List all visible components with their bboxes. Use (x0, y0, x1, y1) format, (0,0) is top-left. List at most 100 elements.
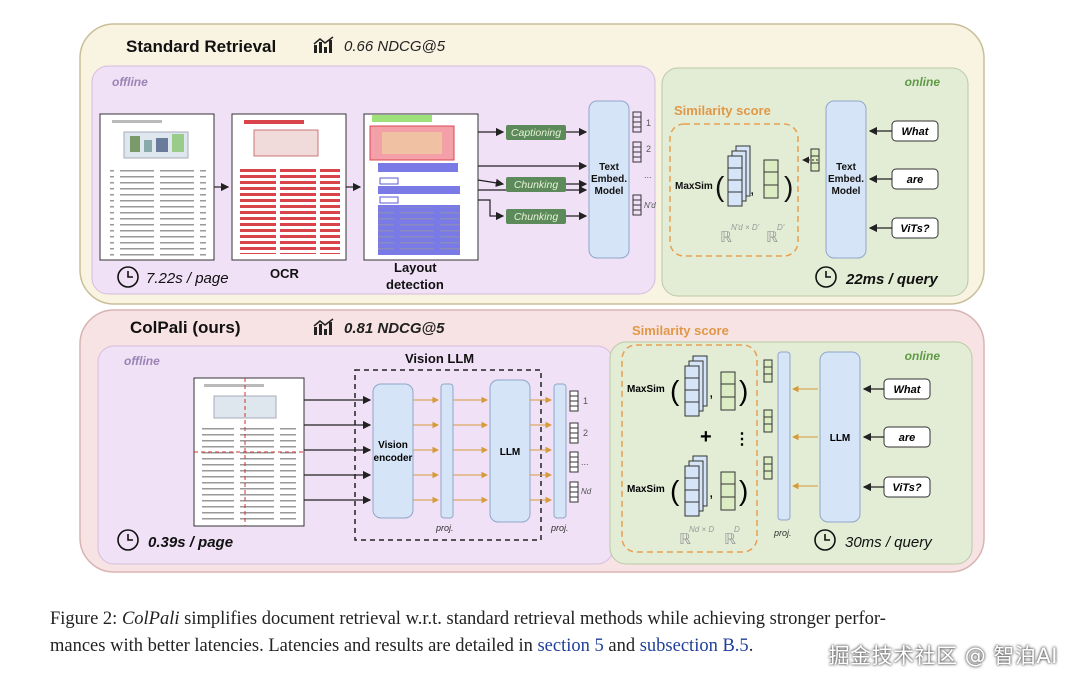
layout-label-2: detection (386, 277, 444, 292)
vec-label-2: 2 (646, 144, 651, 154)
vec-label-dots: ... (644, 170, 652, 180)
plus-sign: + (700, 426, 712, 448)
query-token-vits-label: ViTs? (900, 223, 929, 235)
doc-vector-stack (684, 355, 708, 417)
chunking-box-1 (506, 177, 566, 192)
standard-sim-box (669, 123, 799, 257)
doc-vector-stack (727, 145, 751, 207)
standard-dim-left: ℝ (720, 229, 732, 246)
standard-offline-label: offline (112, 75, 148, 89)
vision-encoder-box (372, 383, 414, 519)
colpali-page-time: 0.39s / page (148, 534, 233, 551)
comma: , (709, 484, 713, 501)
llm-label: LLM (500, 447, 521, 458)
colpali-query-llm-label: LLM (830, 433, 851, 444)
proj-label-1: proj. (435, 523, 454, 533)
query-token-are-label: are (907, 174, 924, 186)
vertical-dots: ⋮ (734, 431, 750, 448)
retrieval-diagram: Standard Retrieval 0.66 NDCG@5 offline O… (79, 23, 985, 573)
proj-label-2: proj. (550, 523, 569, 533)
query-vector (720, 371, 736, 411)
ocr-page (231, 113, 347, 261)
query-proj-label: proj. (773, 528, 792, 538)
colpali-query-time: 30ms / query (845, 534, 933, 551)
colpali-maxsim-2: MaxSim (627, 484, 665, 495)
subsection-link[interactable]: subsection B.5 (639, 636, 749, 656)
standard-maxsim: MaxSim (675, 181, 713, 192)
colpali-token-vits-label: ViTs? (892, 482, 921, 494)
doc-vector-stack (684, 455, 708, 517)
colpali-online-label: online (905, 349, 941, 363)
colpali-title: ColPali (ours) (130, 318, 241, 337)
standard-title: Standard Retrieval (126, 37, 276, 56)
text-embed-model-box (588, 100, 630, 259)
standard-dim-left-sup: N'd × D' (731, 223, 760, 232)
standard-page-time: 7.22s / page (146, 270, 229, 287)
projection-bar-1 (440, 383, 454, 519)
llm-box (489, 379, 531, 523)
query-model-line1: Text (836, 162, 856, 173)
output-vectors (632, 111, 642, 216)
figure-caption: Figure 2: ColPali simplifies document re… (50, 606, 1040, 660)
colpali-vec-1: 1 (583, 396, 588, 406)
query-model-line3: Model (832, 186, 861, 197)
colpali-vec-dots: ... (581, 457, 589, 467)
colpali-sim-box (621, 344, 758, 553)
caption-and: and (603, 636, 640, 656)
standard-sim-title: Similarity score (674, 103, 771, 118)
caption-end: . (748, 636, 754, 656)
vision-llm-box (354, 369, 542, 541)
document-page (99, 113, 215, 261)
standard-online-label: online (905, 75, 941, 89)
query-proj-arrows (791, 385, 818, 490)
paren-open: ( (715, 171, 725, 202)
vision-llm-label: Vision LLM (405, 351, 474, 366)
colpali-vec-n: Nd (581, 487, 592, 496)
comma: , (750, 181, 754, 198)
paren-close: ) (739, 475, 748, 506)
caption-prefix: Figure 2: (50, 609, 122, 629)
chunking-label-1: Chunking (514, 179, 559, 191)
paren-open: ( (670, 475, 680, 506)
text-embed-model-line1: Text (599, 162, 619, 173)
caption-text-1: simplifies document retrieval w.r.t. sta… (179, 609, 886, 629)
paren-open: ( (670, 375, 680, 406)
paren-close: ) (739, 375, 748, 406)
colpali-score: 0.81 NDCG@5 (344, 320, 445, 337)
patch-arrows (304, 395, 372, 505)
text-embed-model-line3: Model (595, 186, 624, 197)
query-model-box (825, 100, 867, 259)
section-link[interactable]: section 5 (537, 636, 604, 656)
llm-arrows (530, 396, 553, 504)
colpali-document-page (193, 377, 305, 527)
query-token-what-label: What (902, 126, 930, 138)
query-vector (763, 159, 779, 199)
colpali-dim-left: ℝ (679, 531, 691, 548)
standard-dim-right: ℝ (766, 229, 778, 246)
chart-icon (313, 36, 334, 53)
ocr-label: OCR (270, 266, 300, 281)
vision-encoder-line1: Vision (378, 440, 408, 451)
captioning-label: Captioning (511, 127, 561, 139)
caption-text-2: mances with better latencies. Latencies … (50, 636, 538, 656)
projection-bar-2 (553, 383, 567, 519)
caption-name: ColPali (121, 609, 180, 629)
colpali-offline-label: offline (124, 354, 160, 368)
paren-close: ) (784, 171, 793, 202)
standard-score: 0.66 NDCG@5 (344, 38, 446, 55)
proj-arrows (453, 396, 489, 504)
layout-label-1: Layout (394, 260, 437, 275)
colpali-sim-title: Similarity score (632, 323, 729, 338)
comma: , (709, 384, 713, 401)
clock-icon (814, 529, 836, 551)
chunking-label-2: Chunking (514, 211, 559, 223)
colpali-query-llm-box (819, 351, 861, 523)
standard-query-time: 22ms / query (845, 271, 938, 288)
clock-icon (815, 266, 837, 288)
query-embedding (810, 148, 820, 172)
captioning-box (506, 125, 566, 140)
layout-page (363, 113, 479, 261)
colpali-dim-right-sup: D (734, 525, 740, 534)
watermark: 掘金技术社区 @ 智泊AI (828, 644, 1058, 668)
colpali-dim-right: ℝ (724, 531, 736, 548)
